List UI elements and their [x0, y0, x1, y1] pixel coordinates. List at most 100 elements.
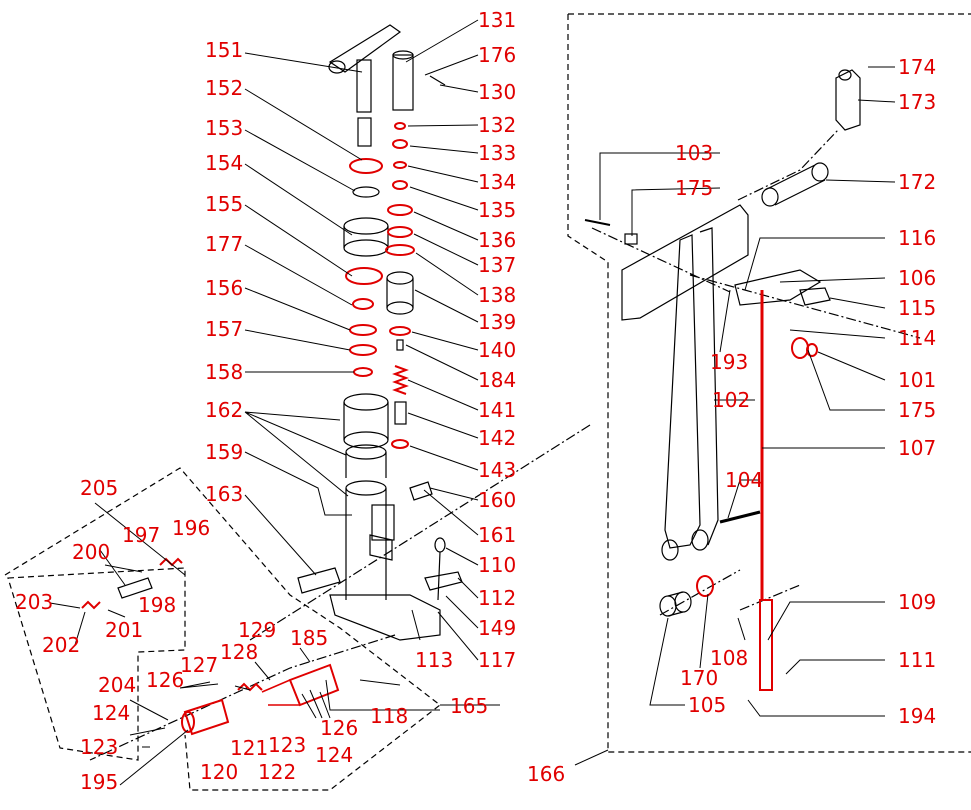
valve-body-118 — [261, 663, 340, 707]
label-196: 196 — [172, 516, 211, 540]
wheel-170 — [696, 575, 714, 597]
label-122: 122 — [258, 760, 297, 784]
link-axis — [737, 129, 839, 201]
label-108: 108 — [710, 646, 749, 670]
valve-stem-195 — [181, 698, 230, 736]
rod-163 — [297, 567, 341, 594]
label-132: 132 — [478, 113, 517, 137]
bushing-175 — [624, 233, 638, 245]
label-107: 107 — [898, 436, 937, 460]
bolt-103 — [584, 219, 611, 226]
label-173: 173 — [898, 90, 937, 114]
pin-198 — [117, 577, 153, 599]
handle-axis — [591, 227, 921, 339]
roller-105 — [659, 591, 692, 617]
pump-axis — [249, 424, 591, 641]
label-121: 121 — [230, 736, 269, 760]
roller-175-lower — [791, 337, 818, 359]
label-133: 133 — [478, 141, 517, 165]
label-139: 139 — [478, 310, 517, 334]
label-124: 124 — [315, 743, 354, 767]
label-104: 104 — [725, 468, 764, 492]
label-155: 155 — [205, 192, 244, 216]
label-160: 160 — [478, 488, 517, 512]
label-113: 113 — [415, 648, 454, 672]
label-204: 204 — [98, 673, 137, 697]
label-162: 162 — [205, 398, 244, 422]
label-161: 161 — [478, 523, 517, 547]
label-149: 149 — [478, 616, 517, 640]
label-201: 201 — [105, 618, 144, 642]
spring-202 — [81, 600, 101, 610]
label-101: 101 — [898, 368, 937, 392]
group-165-outline — [4, 467, 441, 791]
label-141: 141 — [478, 398, 517, 422]
label-203: 203 — [15, 590, 54, 614]
label-137: 137 — [478, 253, 517, 277]
label-202: 202 — [42, 633, 81, 657]
label-163: 163 — [205, 482, 244, 506]
label-205: 205 — [80, 476, 119, 500]
label-134: 134 — [478, 170, 517, 194]
label-110: 110 — [478, 553, 517, 577]
label-195: 195 — [80, 770, 119, 794]
pipe-172 — [761, 162, 829, 207]
group-166-outline — [567, 13, 971, 753]
label-159: 159 — [205, 440, 244, 464]
label-151: 151 — [205, 38, 244, 62]
label-158: 158 — [205, 360, 244, 384]
label-117: 117 — [478, 648, 517, 672]
piston-rod-152 — [357, 117, 372, 147]
label-106: 106 — [898, 266, 937, 290]
label-129: 129 — [238, 618, 277, 642]
group-205-outline — [7, 567, 186, 761]
label-120: 120 — [200, 760, 239, 784]
label-154: 154 — [205, 151, 244, 175]
label-103: 103 — [675, 141, 714, 165]
cylinder-162 — [343, 393, 389, 600]
handle-frame-102 — [621, 204, 749, 561]
bracket-112 — [424, 571, 463, 591]
label-200: 200 — [72, 540, 111, 564]
label-102: 102 — [712, 388, 751, 412]
label-118: 118 — [370, 704, 409, 728]
label-114: 114 — [898, 326, 937, 350]
label-138: 138 — [478, 283, 517, 307]
label-142: 142 — [478, 426, 517, 450]
seal-154 — [343, 217, 389, 257]
label-156: 156 — [205, 276, 244, 300]
label-126: 126 — [146, 668, 185, 692]
label-131: 131 — [478, 8, 517, 32]
lever-110 — [434, 537, 446, 601]
pump-body-block — [329, 504, 441, 641]
plate-109 — [759, 599, 773, 691]
label-126-right: 126 — [320, 716, 359, 740]
label-165: 165 — [450, 694, 489, 718]
label-177: 177 — [205, 232, 244, 256]
label-175: 175 — [898, 398, 937, 422]
label-143: 143 — [478, 458, 517, 482]
label-112: 112 — [478, 586, 517, 610]
linkage-114 — [734, 269, 831, 306]
label-194: 194 — [898, 704, 937, 728]
label-197: 197 — [122, 523, 161, 547]
bracket-173 — [835, 69, 861, 131]
valve-131 — [392, 50, 414, 111]
label-172: 172 — [898, 170, 937, 194]
pin-104 — [719, 510, 761, 524]
label-116: 116 — [898, 226, 937, 250]
label-136: 136 — [478, 228, 517, 252]
label-174: 174 — [898, 55, 937, 79]
label-198: 198 — [138, 593, 177, 617]
label-127: 127 — [180, 653, 219, 677]
label-128: 128 — [220, 640, 259, 664]
label-170: 170 — [680, 666, 719, 690]
label-166: 166 — [527, 762, 566, 786]
label-105: 105 — [688, 693, 727, 717]
label-193: 193 — [710, 350, 749, 374]
label-152: 152 — [205, 76, 244, 100]
label-135: 135 — [478, 198, 517, 222]
label-153: 153 — [205, 116, 244, 140]
